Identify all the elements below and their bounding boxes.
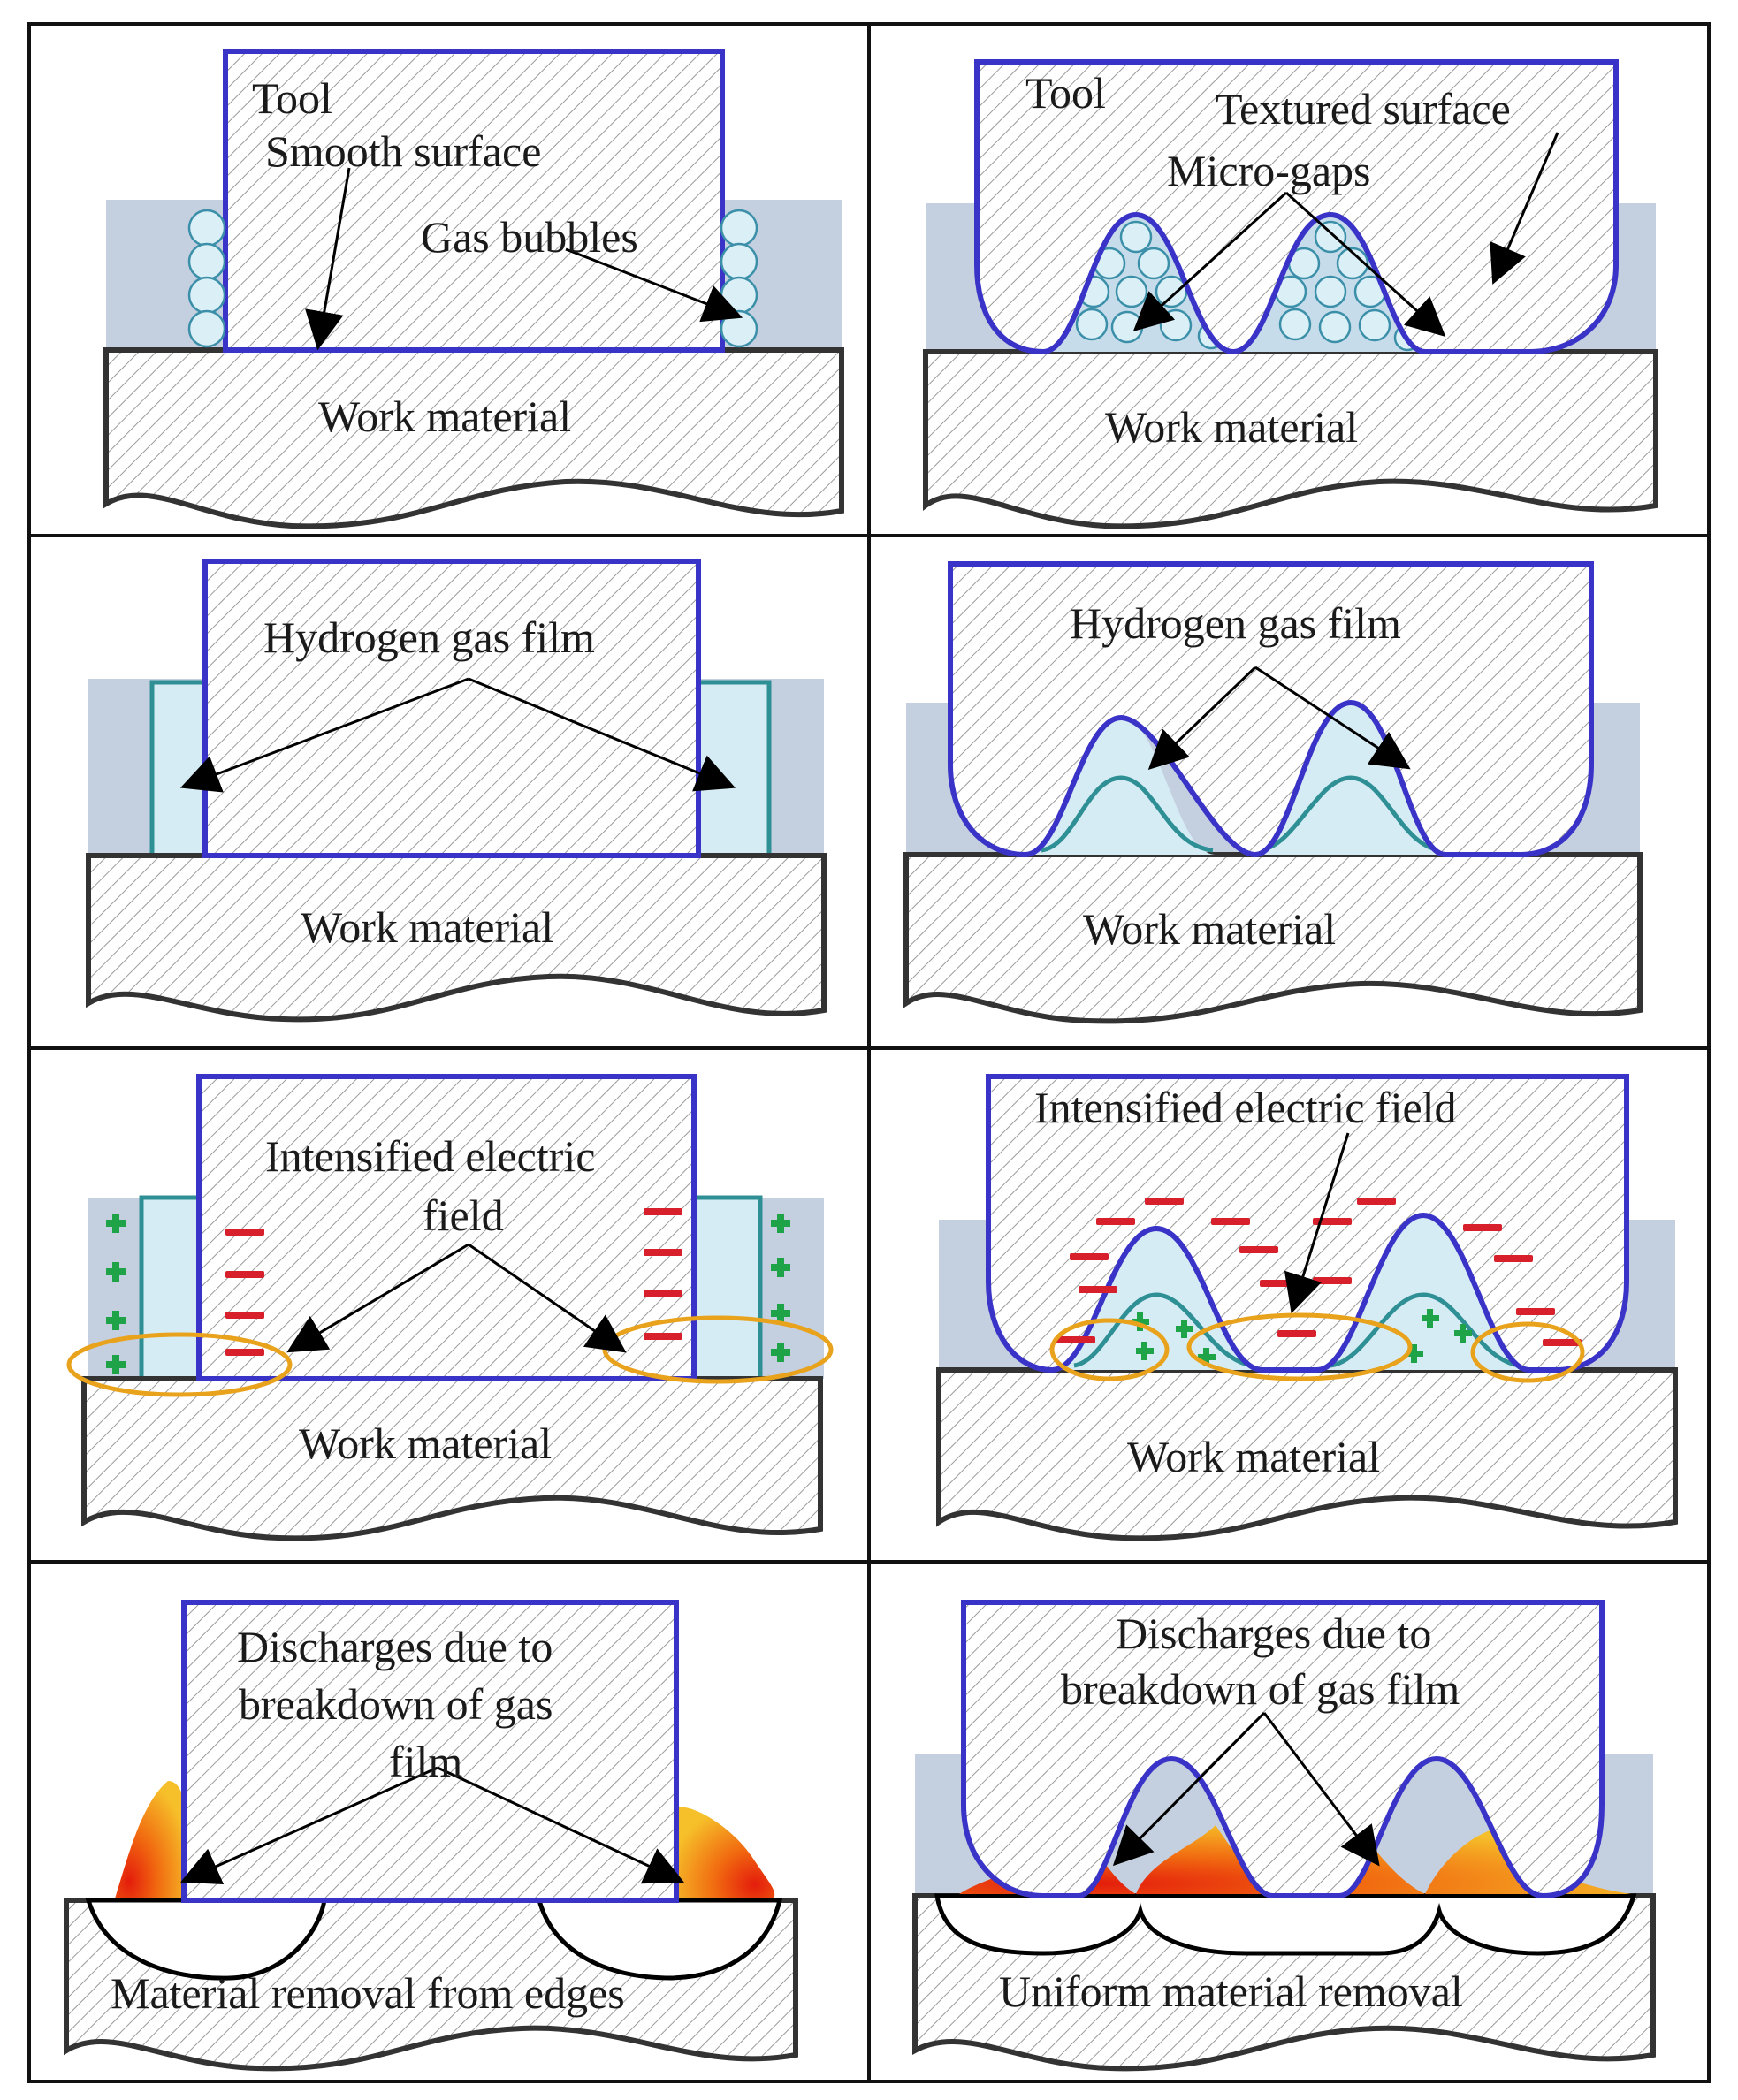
- label-hydrogen-gas-film: Hydrogen gas film: [1070, 598, 1401, 648]
- label-material-removal-edges: Material removal from edges: [111, 1968, 625, 2018]
- panel-smooth-discharges: Discharges due to breakdown of gas film …: [64, 1600, 798, 2072]
- arrow-micro-gaps-right: [1284, 191, 1446, 337]
- panel-textured-electric-field: Intensified electric field Work material: [936, 1074, 1678, 1541]
- arrow-field-right: [468, 1243, 627, 1353]
- arrow-discharge-right: [437, 1766, 684, 1884]
- panel-smooth-electric-field: Intensified electric field Work material: [66, 1074, 834, 1541]
- label-work-material: Work material: [299, 1419, 552, 1468]
- label-uniform-material-removal: Uniform material removal: [999, 1967, 1463, 2016]
- arrow-gas-film-left: [1147, 666, 1257, 771]
- work-material-block: [903, 852, 1643, 1024]
- arrow-gas-bubbles: [565, 247, 743, 323]
- discharge-zone-left: [66, 1332, 293, 1397]
- crater-right: [536, 1898, 783, 1981]
- tool-body: [223, 49, 725, 353]
- panel-textured-discharges: Discharges due to breakdown of gas film …: [912, 1600, 1656, 2072]
- negative-charges-right: [644, 1208, 682, 1340]
- work-material-block: [936, 1367, 1678, 1541]
- gas-film-left: [139, 1195, 202, 1381]
- panel-smooth-bubbles: Tool Smooth surface Gas bubbles Work mat…: [103, 49, 844, 529]
- gas-film-inner-line: [1073, 1292, 1521, 1368]
- work-material-block: [86, 853, 827, 1023]
- crater-uniform: [934, 1893, 1637, 1956]
- arrow-field: [1284, 1132, 1350, 1314]
- crater-left: [85, 1898, 327, 1981]
- negative-charges-left: [225, 1229, 264, 1356]
- label-discharges-line3: film: [389, 1737, 462, 1786]
- arrow-field-left: [286, 1243, 469, 1353]
- label-tool: Tool: [1025, 68, 1106, 118]
- gas-bubbles-left: [187, 209, 226, 348]
- gas-film-right: [691, 1195, 763, 1381]
- label-work-material: Work material: [1083, 904, 1336, 954]
- arrow-gas-film-left: [179, 677, 469, 793]
- label-field: field: [423, 1191, 504, 1240]
- textured-tool-body: [948, 561, 1594, 858]
- label-intensified-electric-field: Intensified electric field: [1034, 1083, 1457, 1132]
- label-intensified-electric: Intensified electric: [265, 1131, 595, 1181]
- discharge-zone-left: [1049, 1318, 1170, 1381]
- label-gas-bubbles: Gas bubbles: [421, 212, 638, 262]
- gas-film-inner-line: [1041, 775, 1442, 853]
- positive-charges-left: [106, 1214, 126, 1374]
- label-discharges-line2: breakdown of gas: [239, 1679, 553, 1729]
- panel-textured-gas-film: Hydrogen gas film Work material: [903, 561, 1643, 1024]
- arrow-smooth-surface: [305, 167, 351, 351]
- negative-charges: [1056, 1198, 1582, 1346]
- gas-bubbles-gap-right: [1274, 220, 1422, 352]
- tool-body: [181, 1600, 679, 1903]
- label-hydrogen-gas-film: Hydrogen gas film: [263, 612, 595, 662]
- work-material-block: [81, 1376, 823, 1541]
- spark-right: [676, 1807, 775, 1898]
- arrow-discharge-right: [1262, 1712, 1380, 1867]
- label-smooth-surface: Smooth surface: [265, 126, 541, 176]
- label-work-material: Work material: [301, 902, 553, 952]
- tool-body: [202, 559, 701, 858]
- label-textured-surface: Textured surface: [1216, 84, 1511, 133]
- arrow-discharge-left: [1112, 1711, 1266, 1867]
- label-discharges-line2: breakdown of gas film: [1061, 1664, 1460, 1714]
- arrow-gas-film-right: [468, 677, 736, 792]
- label-work-material: Work material: [1127, 1432, 1380, 1481]
- panel-smooth-gas-film: Hydrogen gas film Work material: [86, 559, 827, 1023]
- textured-tool-body: [974, 59, 1619, 355]
- label-discharges-line1: Discharges due to: [237, 1622, 553, 1671]
- gas-film-left: [149, 680, 208, 858]
- label-micro-gaps: Micro-gaps: [1167, 146, 1371, 195]
- label-discharges-line1: Discharges due to: [1116, 1609, 1431, 1658]
- arrow-micro-gaps-left: [1132, 191, 1288, 331]
- arrow-textured-surface: [1490, 132, 1559, 285]
- panel-textured-microgaps: Tool Textured surface Micro-gaps Work ma…: [923, 59, 1658, 529]
- arrow-gas-film-right: [1254, 666, 1411, 770]
- work-material-block: [923, 349, 1658, 529]
- arrow-discharge-left: [179, 1766, 438, 1884]
- gas-film-right: [696, 680, 772, 858]
- spark-left: [115, 1781, 186, 1898]
- work-material-block: [103, 347, 844, 529]
- sparks-uniform: [959, 1825, 1631, 1894]
- label-tool: Tool: [252, 73, 332, 123]
- textured-tool-body: [961, 1600, 1605, 1899]
- label-work-material: Work material: [318, 392, 571, 441]
- discharge-zone-right: [1470, 1321, 1585, 1383]
- label-work-material: Work material: [1105, 402, 1358, 452]
- positive-charges-right: [771, 1214, 790, 1362]
- positive-charges: [1132, 1309, 1472, 1366]
- discharge-zone-center: [1186, 1312, 1413, 1381]
